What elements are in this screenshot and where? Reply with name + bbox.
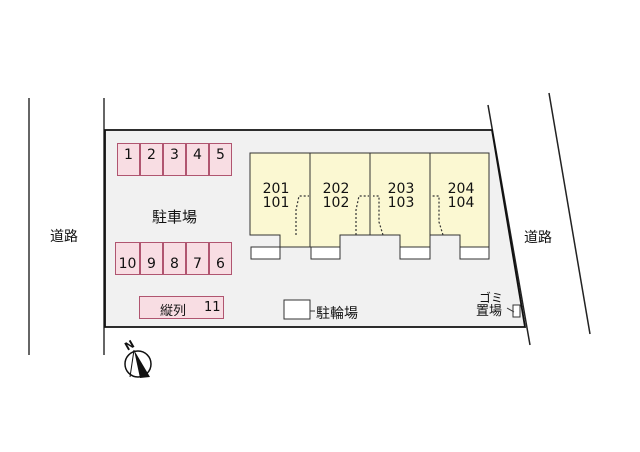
parking-stall: 7: [186, 242, 209, 275]
garbage-box: [512, 304, 521, 318]
balconies: [250, 246, 490, 260]
parking-stall: 5: [209, 143, 232, 176]
garbage-label-line2: 置場: [476, 304, 503, 319]
parking-stall: 8: [163, 242, 186, 275]
right-road-label: 道路: [524, 230, 552, 246]
tandem-label: 縦列: [160, 304, 187, 319]
parking-label: 駐車場: [152, 208, 198, 226]
building: [249, 152, 490, 248]
tandem-number: 11: [204, 300, 221, 315]
parking-stall: 1: [117, 143, 140, 176]
parking-stall: 6: [209, 242, 232, 275]
compass-icon: [124, 349, 152, 378]
tandem-parking-stall: 縦列 11: [139, 296, 224, 319]
parking-stall: 4: [186, 143, 209, 176]
stair-dotted-lines: [295, 195, 444, 236]
parking-stall: 10: [115, 242, 140, 275]
bicycle-parking-box: [283, 299, 311, 320]
left-road-label: 道路: [50, 229, 78, 245]
parking-stall: 3: [163, 143, 186, 176]
right-road-outer-line: [548, 92, 591, 335]
garbage-label-line1: ゴミ: [479, 291, 504, 305]
bicycle-parking-label: 駐輪場: [316, 306, 358, 322]
parking-stall: 9: [140, 242, 163, 275]
parking-stall: 2: [140, 143, 163, 176]
